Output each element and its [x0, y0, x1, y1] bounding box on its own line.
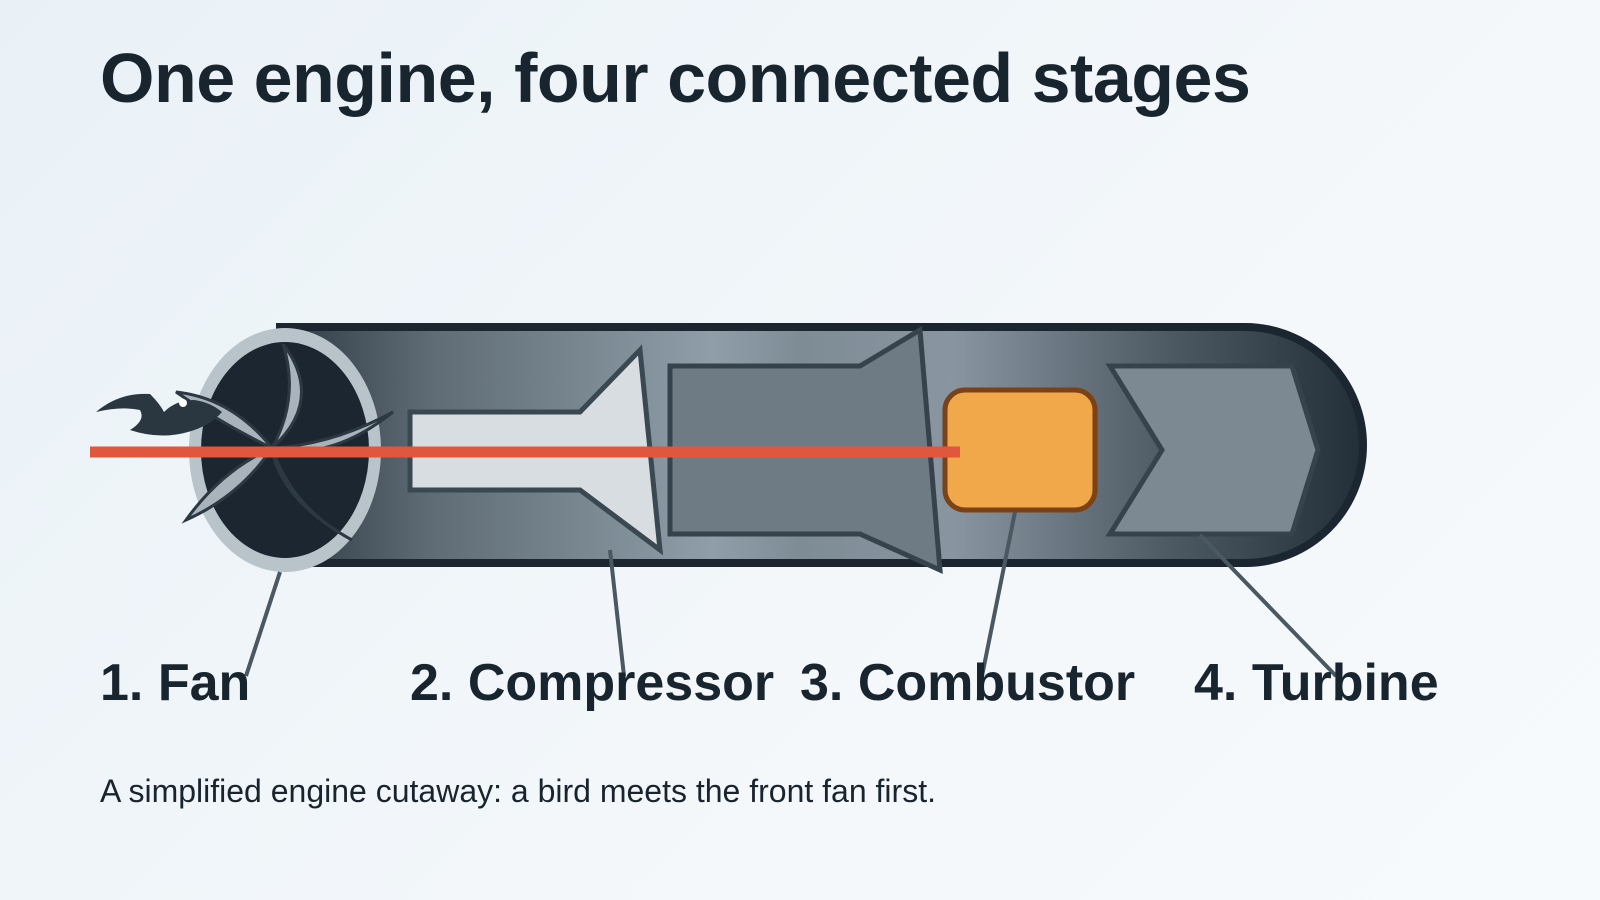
- stage-label-compressor: 2. Compressor: [410, 654, 774, 712]
- stage-label-combustor: 3. Combustor: [800, 654, 1135, 712]
- combustor-leader-line: [980, 511, 1017, 677]
- turbine-stage: [1105, 363, 1321, 537]
- page-title: One engine, four connected stages: [100, 39, 1251, 117]
- turbine-leader-line: [1198, 533, 1338, 678]
- compressor-leader-line: [608, 549, 626, 677]
- combustor-chamber: [942, 387, 1098, 513]
- stage-label-turbine: 4. Turbine: [1194, 654, 1439, 712]
- fan-leader-line: [244, 571, 282, 677]
- bird-icon: [96, 393, 222, 436]
- stage-label-fan: 1. Fan: [100, 654, 250, 712]
- diagram-caption: A simplified engine cutaway: a bird meet…: [100, 773, 936, 809]
